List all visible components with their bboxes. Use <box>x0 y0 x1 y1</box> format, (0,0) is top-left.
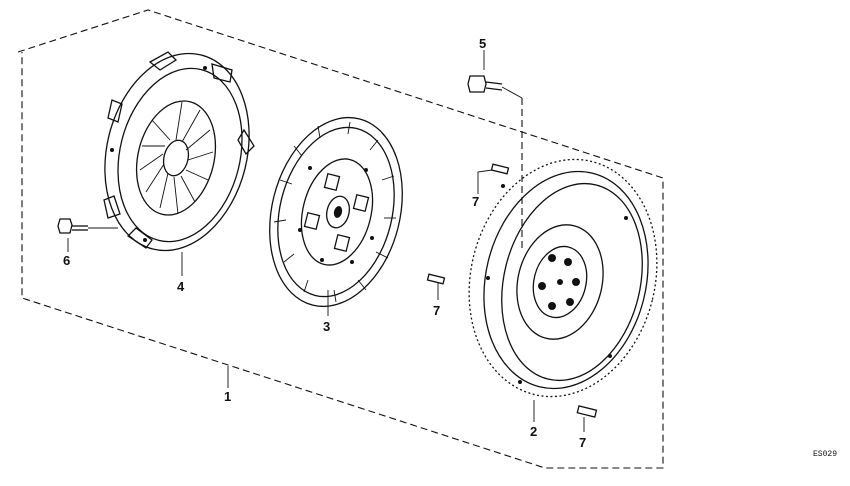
callout-7-middle: 7 <box>433 303 440 318</box>
dowel-pin-middle <box>426 273 446 300</box>
dowel-pin-upper <box>477 163 510 194</box>
callout-7-lower: 7 <box>579 435 586 450</box>
callout-6: 6 <box>63 253 70 268</box>
assembly-bracket-outline <box>17 9 664 469</box>
callout-1: 1 <box>224 389 231 404</box>
drawing-code: ES029 <box>813 450 837 459</box>
callout-5: 5 <box>479 36 486 51</box>
callout-4: 4 <box>177 279 185 294</box>
callout-3: 3 <box>323 319 330 334</box>
flywheel-bolt <box>467 75 523 99</box>
leader-lines <box>67 50 535 422</box>
clutch-disc <box>269 116 403 308</box>
dowel-pin-lower <box>576 405 598 432</box>
cover-bolt <box>57 218 118 234</box>
callout-7-upper: 7 <box>472 194 479 209</box>
callout-2: 2 <box>530 424 537 439</box>
flywheel <box>468 158 658 398</box>
clutch-cover <box>103 51 255 252</box>
